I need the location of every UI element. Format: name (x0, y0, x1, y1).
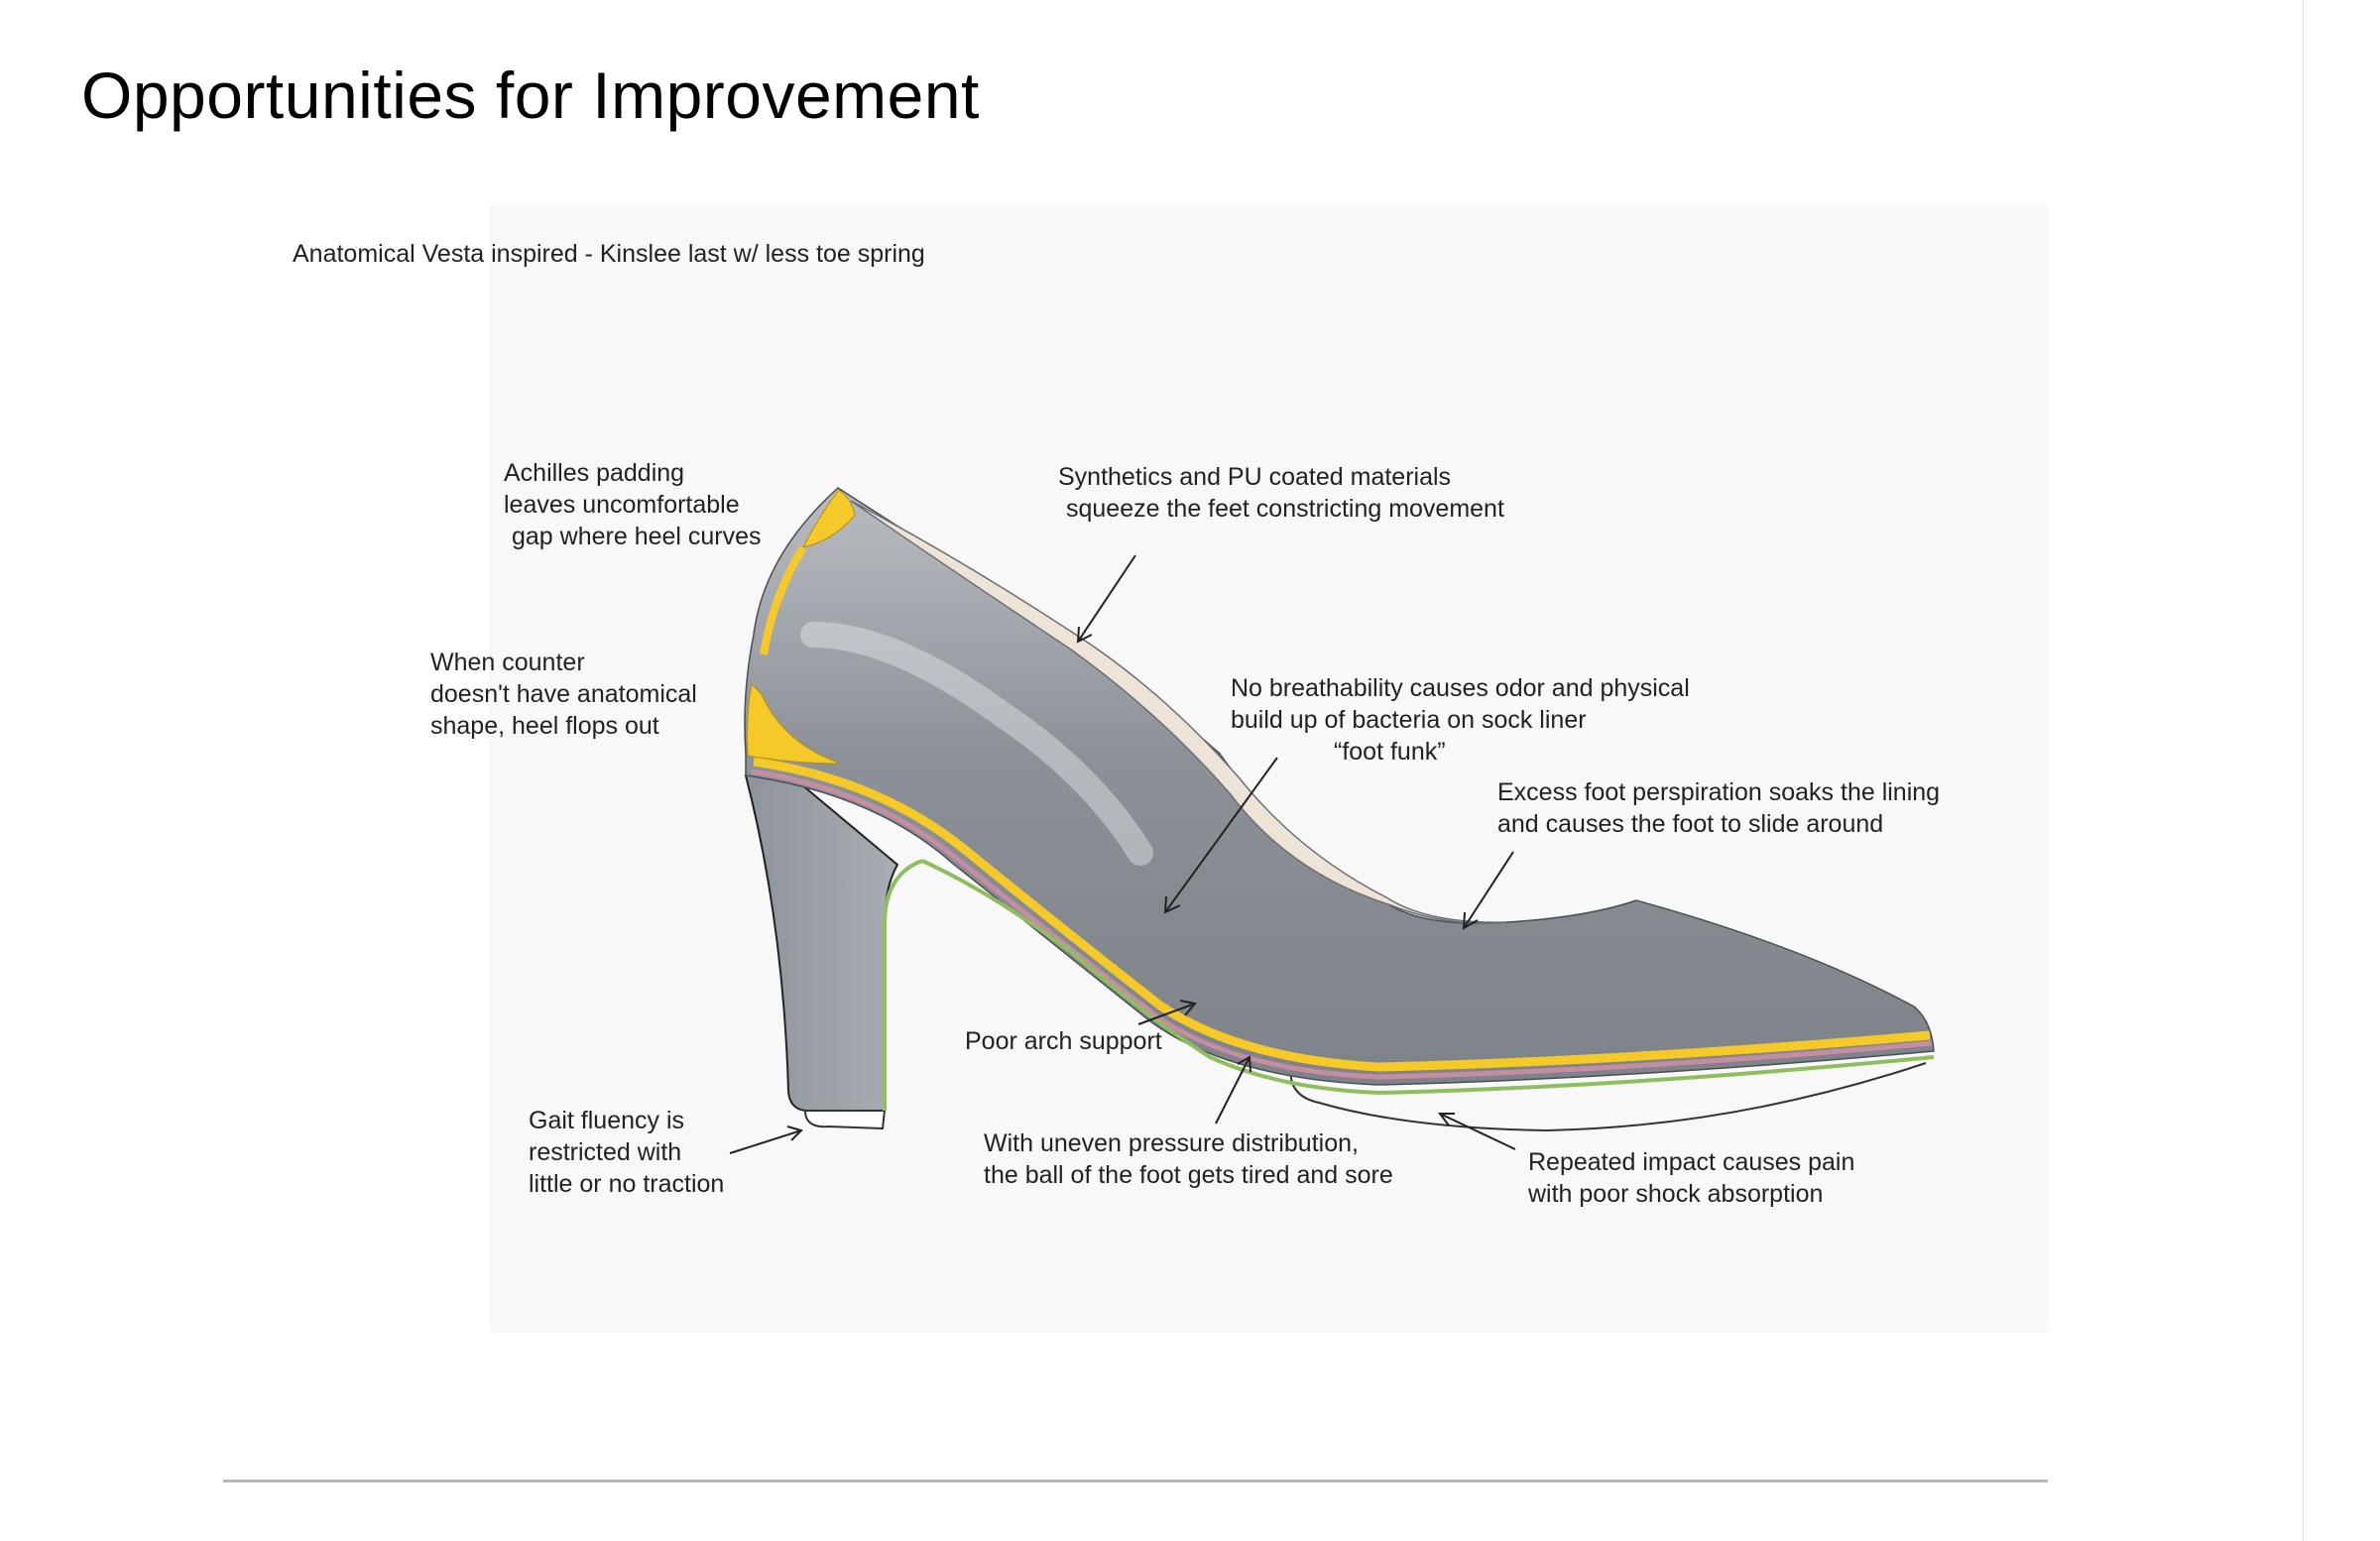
annotation-impact: Repeated impact causes pain with poor sh… (1528, 1146, 1854, 1210)
annotation-breathability: No breathability causes odor and physica… (1231, 672, 1690, 768)
annotation-line: No breathability causes odor and physica… (1231, 674, 1690, 702)
annotation-line: Synthetics and PU coated materials (1058, 463, 1452, 491)
annotation-line: doesn't have anatomical (430, 680, 697, 708)
annotation-line: Poor arch support (965, 1027, 1162, 1055)
insole-yellow-layer (753, 757, 1931, 1072)
page-title: Opportunities for Improvement (81, 59, 980, 132)
heel-block (744, 771, 899, 1112)
annotation-line: the ball of the foot gets tired and sore (984, 1161, 1393, 1189)
annotation-line: When counter (430, 649, 585, 676)
annotation-achilles: Achilles padding leaves uncomfortable ga… (504, 457, 762, 552)
annotation-line: Excess foot perspiration soaks the linin… (1497, 778, 1941, 806)
annotation-line: Gait fluency is (529, 1107, 685, 1134)
annotation-line: restricted with (529, 1138, 682, 1166)
outsole-green-layer (921, 859, 1935, 1096)
shoe-lining (850, 500, 1508, 924)
annotation-line: Repeated impact causes pain (1528, 1148, 1855, 1176)
figure-caption: Anatomical Vesta inspired - Kinslee last… (293, 240, 925, 268)
heel-tip (803, 1110, 887, 1130)
vertical-divider (2303, 0, 2304, 1541)
annotation-gait: Gait fluency is restricted with little o… (529, 1105, 724, 1200)
insole-pink-layer (751, 769, 1933, 1080)
annotation-arch: Poor arch support (965, 1025, 1162, 1057)
annotation-line: squeeze the feet constricting movement (1066, 495, 1504, 523)
heel-edge-green (883, 859, 923, 1111)
counter-padding (747, 682, 842, 765)
bottom-divider (223, 1480, 2048, 1482)
annotation-counter: When counter doesn't have anatomical sha… (430, 647, 697, 742)
annotation-line: With uneven pressure distribution, (984, 1129, 1359, 1157)
annotation-line: build up of bacteria on sock liner (1231, 706, 1587, 734)
shoe-sheen (800, 622, 1153, 866)
annotation-arrows (729, 554, 1516, 1154)
annotation-pressure: With uneven pressure distribution, the b… (984, 1127, 1393, 1191)
annotation-line: leaves uncomfortable (504, 491, 740, 519)
annotation-synthetics: Synthetics and PU coated materials squee… (1058, 461, 1504, 525)
annotation-line: gap where heel curves (512, 523, 762, 550)
annotation-perspiration: Excess foot perspiration soaks the linin… (1497, 776, 1940, 840)
annotation-line: “foot funk” (1334, 738, 1446, 766)
annotation-line: and causes the foot to slide around (1497, 810, 1884, 838)
achilles-padding (802, 489, 856, 548)
annotation-line: little or no traction (529, 1170, 725, 1198)
annotation-line: with poor shock absorption (1528, 1180, 1824, 1208)
outsole-outline (1289, 1062, 1927, 1132)
annotation-line: shape, heel flops out (430, 712, 659, 740)
annotation-line: Achilles padding (504, 459, 685, 487)
heel-padding-strip (760, 544, 807, 655)
